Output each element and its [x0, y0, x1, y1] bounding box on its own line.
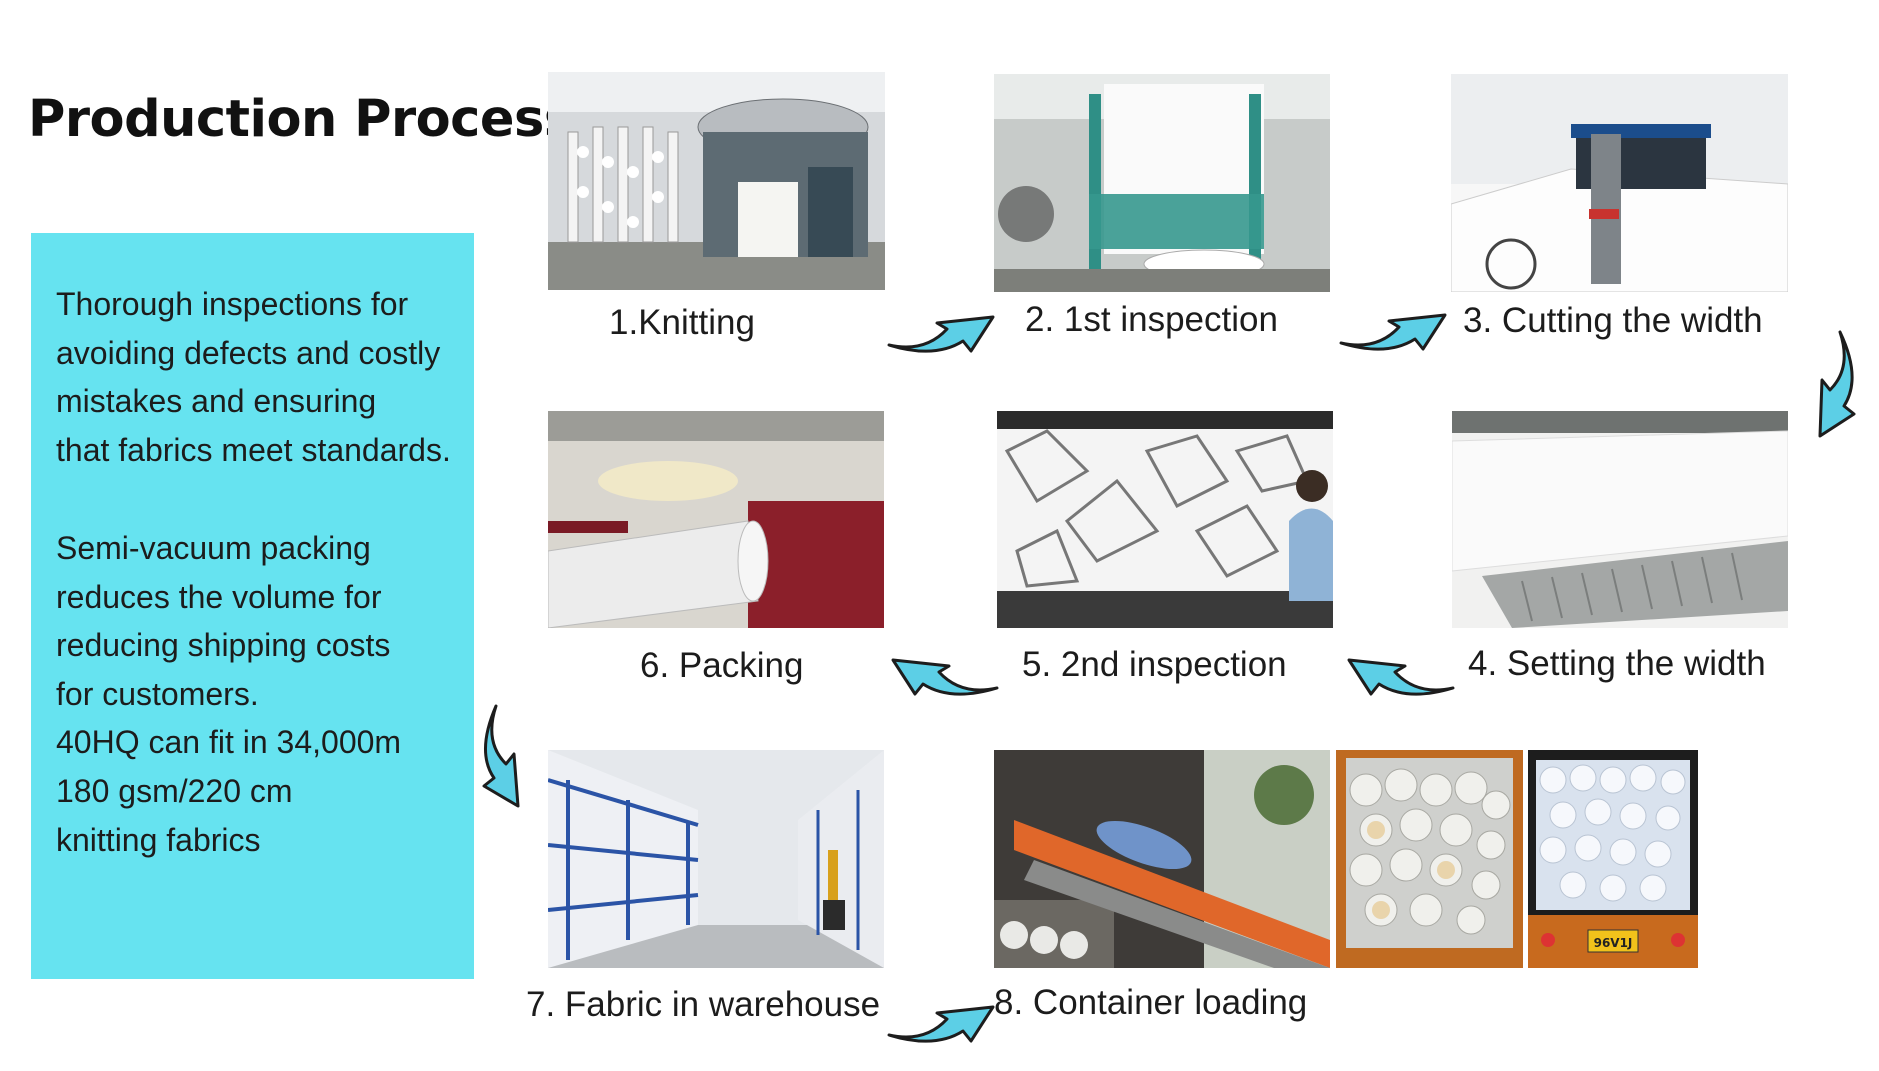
arrow-left-icon [1347, 658, 1455, 696]
arrow-left-icon [891, 658, 999, 696]
second-inspection-photo [997, 411, 1333, 628]
step-8-caption: 8. Container loading [994, 983, 1308, 1022]
arrow-right-icon [1339, 313, 1447, 351]
step-2-caption: 2. 1st inspection [1025, 300, 1278, 339]
truck-rear-photo: 96V1J [1528, 750, 1698, 968]
step-3-caption: 3. Cutting the width [1463, 301, 1763, 340]
warehouse-photo [548, 750, 884, 968]
step-4-caption: 4. Setting the width [1468, 644, 1766, 683]
cutting-width-photo [1451, 74, 1788, 292]
step-5-caption: 5. 2nd inspection [1022, 645, 1287, 684]
page-title: Production Process [28, 90, 574, 149]
first-inspection-photo [994, 74, 1330, 292]
arrow-down-icon [482, 704, 520, 808]
info-paragraph-packing: Semi-vacuum packing reduces the volume f… [56, 530, 402, 858]
arrow-right-icon [887, 1005, 995, 1043]
info-panel: Thorough inspections for avoiding defect… [31, 233, 474, 979]
truck-plate: 96V1J [1594, 936, 1633, 950]
setting-width-photo [1452, 411, 1788, 628]
info-paragraph-inspections: Thorough inspections for avoiding defect… [56, 286, 451, 468]
container-rolls-photo [1336, 750, 1523, 968]
arrow-down-icon [1818, 330, 1856, 438]
step-7-caption: 7. Fabric in warehouse [526, 985, 881, 1024]
container-loading-photo [994, 750, 1330, 968]
step-6-caption: 6. Packing [640, 646, 804, 685]
packing-photo [548, 411, 884, 628]
step-1-caption: 1.Knitting [609, 303, 755, 342]
knitting-photo [548, 72, 885, 290]
arrow-right-icon [887, 315, 995, 353]
